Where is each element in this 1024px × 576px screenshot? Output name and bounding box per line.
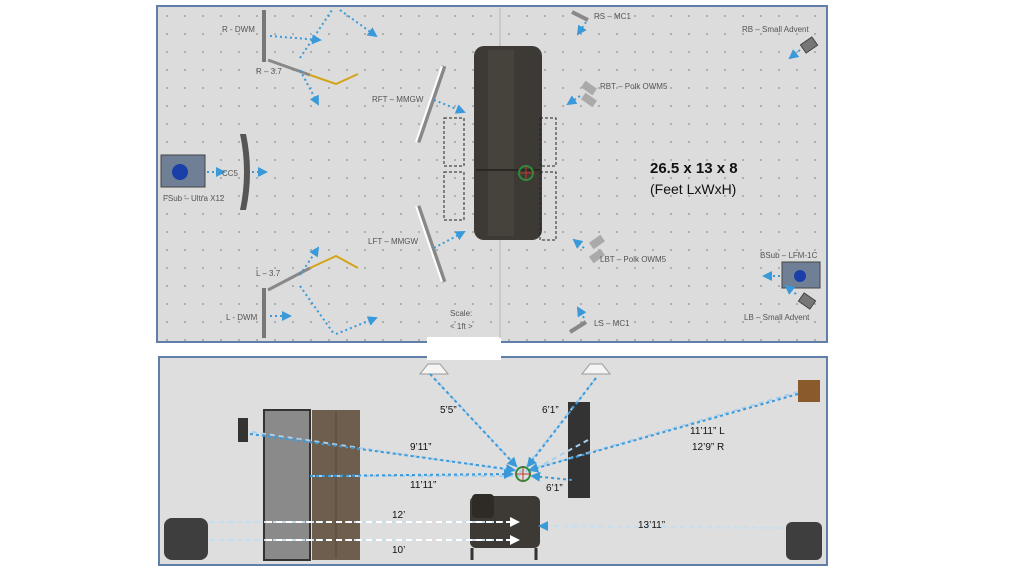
wall-speaker-left: [238, 418, 248, 442]
label-l-dwm: L - DWM: [226, 313, 258, 322]
label-r-dwm: R - DWM: [222, 25, 255, 34]
rear-tower-speaker: [568, 402, 590, 498]
ray-9-11: [249, 433, 516, 474]
dim-6-1-right: 6’1”: [546, 483, 563, 494]
r-dwm-speaker: [262, 10, 266, 62]
label-lft: LFT – MMGW: [368, 237, 419, 246]
dim-9-11: 9’11”: [410, 442, 432, 453]
lb-ray: [784, 284, 797, 295]
label-bsub: BSub – LFM-1C: [760, 251, 818, 260]
l-mic-cable: [309, 254, 359, 269]
dim-11-11: 11’11”: [410, 480, 436, 491]
label-lb: LB – Small Advent: [744, 313, 810, 322]
l-mic: [267, 266, 311, 292]
label-rs: RS – MC1: [594, 12, 631, 21]
scale-value: < 1ft >: [450, 322, 473, 331]
rb-speaker: [799, 36, 819, 54]
dim-12-9-r: 12’9” R: [692, 442, 724, 453]
rft-speaker: [415, 65, 447, 143]
l-dwm-speaker: [262, 288, 266, 338]
front-tower-panel: [263, 409, 311, 561]
ray-11-11-l: [528, 393, 799, 473]
ray-5-5: [429, 373, 518, 468]
l-mic-ray: [299, 246, 320, 276]
fsub-driver: [172, 164, 188, 180]
lb-speaker: [797, 292, 817, 310]
label-r-37: R – 3.7: [256, 67, 282, 76]
label-ls: LS – MC1: [594, 319, 630, 328]
label-l-37: L – 3.7: [256, 269, 281, 278]
rear-sub-side: [786, 522, 822, 560]
ceiling-speaker-front: [418, 363, 450, 375]
lft-speaker-face: [415, 205, 443, 283]
r-dwm-ray: [269, 34, 322, 45]
ls-speaker: [568, 320, 588, 334]
front-sub-side: [164, 518, 208, 560]
label-cc5: CC5: [222, 169, 239, 178]
r-dwm-ray-2: [339, 9, 378, 38]
doorway-gap: [427, 337, 501, 345]
cc5-speaker: [240, 134, 250, 210]
room-dimensions: 26.5 x 13 x 8: [650, 160, 738, 177]
dim-12: 12’: [392, 510, 405, 521]
ray-6-1-right: [530, 471, 573, 482]
dim-5-5: 5’5”: [440, 405, 457, 416]
dim-11-11-l: 11’11” L: [690, 426, 725, 437]
lft-speaker: [415, 205, 447, 283]
r-mic: [267, 58, 311, 77]
r-mic-cable: [309, 73, 359, 86]
bsub-driver: [794, 270, 806, 282]
doorway-gap-side: [427, 354, 501, 360]
rb-ray: [788, 49, 801, 60]
chair-side-view: [470, 494, 540, 560]
ray-13-11: [538, 521, 785, 532]
rbt-speaker: [580, 80, 598, 108]
rs-ray: [576, 21, 587, 36]
rft-speaker-face: [415, 65, 443, 143]
scale-title: Scale:: [450, 309, 472, 318]
ray-11-11: [309, 469, 514, 480]
l-dwm-ray-3: [299, 285, 335, 335]
l-dwm-ray-2: [335, 316, 378, 335]
dim-10: 10’: [392, 545, 405, 556]
ls-ray: [576, 306, 587, 319]
label-rbt: RBT – Polk OWM5: [600, 82, 668, 91]
rft-ray: [433, 99, 466, 114]
r-dwm-ray-3: [299, 9, 333, 59]
rbt-ray: [566, 95, 581, 106]
rs-speaker: [571, 10, 589, 22]
lbt-ray: [572, 238, 585, 249]
label-rft: RFT – MMGW: [372, 95, 424, 104]
dim-6-1-top: 6’1”: [542, 405, 559, 416]
lft-ray: [433, 231, 466, 249]
ceiling-speaker-rear: [580, 363, 612, 375]
ray-6-1: [526, 377, 597, 468]
label-lbt: LBT – Polk OWM5: [600, 255, 667, 264]
label-rb: RB – Small Advent: [742, 25, 809, 34]
dim-13-11: 13’11”: [638, 520, 665, 531]
lbt-speaker: [588, 234, 606, 264]
label-fsub: FSub – Ultra X12: [163, 194, 225, 203]
sofa-top-view: [443, 46, 557, 241]
room-units-note: (Feet LxWxH): [650, 181, 736, 197]
rear-wall-speaker: [798, 380, 820, 402]
r-mic-ray: [299, 69, 319, 106]
